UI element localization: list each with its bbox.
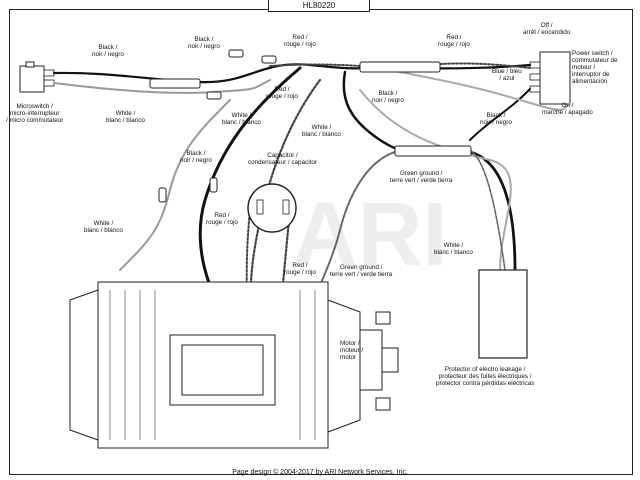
label-on-off: On /marche / apagado: [542, 102, 593, 116]
capacitor[interactable]: [247, 183, 297, 233]
label-black-top-left: Black /noir / negro: [92, 44, 124, 58]
label-red-top-right: Red /rouge / rojo: [438, 34, 470, 48]
label-white-center: White /blanc / blanco: [302, 124, 341, 138]
label-black-capacitor: Black /noir / negro: [180, 150, 212, 164]
label-motor: Motor /moteur /motor: [340, 340, 364, 361]
power-switch[interactable]: [529, 51, 571, 105]
label-red-mid: Red /rouge / rojo: [266, 86, 298, 100]
label-green-ground-lower: Green ground /terre vert / verde tierra: [330, 264, 393, 278]
label-black-top-mid: Black /noir / negro: [188, 36, 220, 50]
microswitch[interactable]: [19, 61, 55, 93]
footer-copyright: Page design © 2004-2017 by ARI Network S…: [232, 469, 408, 476]
motor[interactable]: [69, 281, 399, 449]
label-black-mid-right: Black /noir / negro: [372, 90, 404, 104]
label-red-lower: Red /rouge / rojo: [284, 262, 316, 276]
label-white-mid: White /blanc / blanco: [222, 112, 261, 126]
label-blue: Blue / bleu/ azul: [492, 68, 522, 82]
protector-box[interactable]: [478, 269, 528, 359]
white-wires: [53, 69, 571, 271]
label-white-right: White /blanc / blanco: [434, 242, 473, 256]
connectors: [149, 49, 472, 203]
label-red-top: Red /rouge / rojo: [284, 34, 316, 48]
label-off-on: Off /arrêt / encendido: [523, 22, 571, 36]
label-green-ground-top: Green ground /terre vert / verde tierra: [390, 170, 453, 184]
label-microswitch: Microswitch /micro-interrupteur/ micro c…: [6, 103, 64, 124]
label-black-right: Black /noir / negro: [480, 112, 512, 126]
label-capacitor: Capacitor /condensateur / capacitor: [248, 152, 317, 166]
label-red-capacitor: Red /rouge / rojo: [206, 212, 238, 226]
part-number: HL80220: [268, 0, 370, 12]
label-white-left-top: White /blanc / blanco: [106, 110, 145, 124]
watermark: ARI: [293, 185, 448, 285]
label-protector: Protector of electro leakage /protecteur…: [436, 366, 535, 387]
label-white-left: White /blanc / blanco: [84, 220, 123, 234]
